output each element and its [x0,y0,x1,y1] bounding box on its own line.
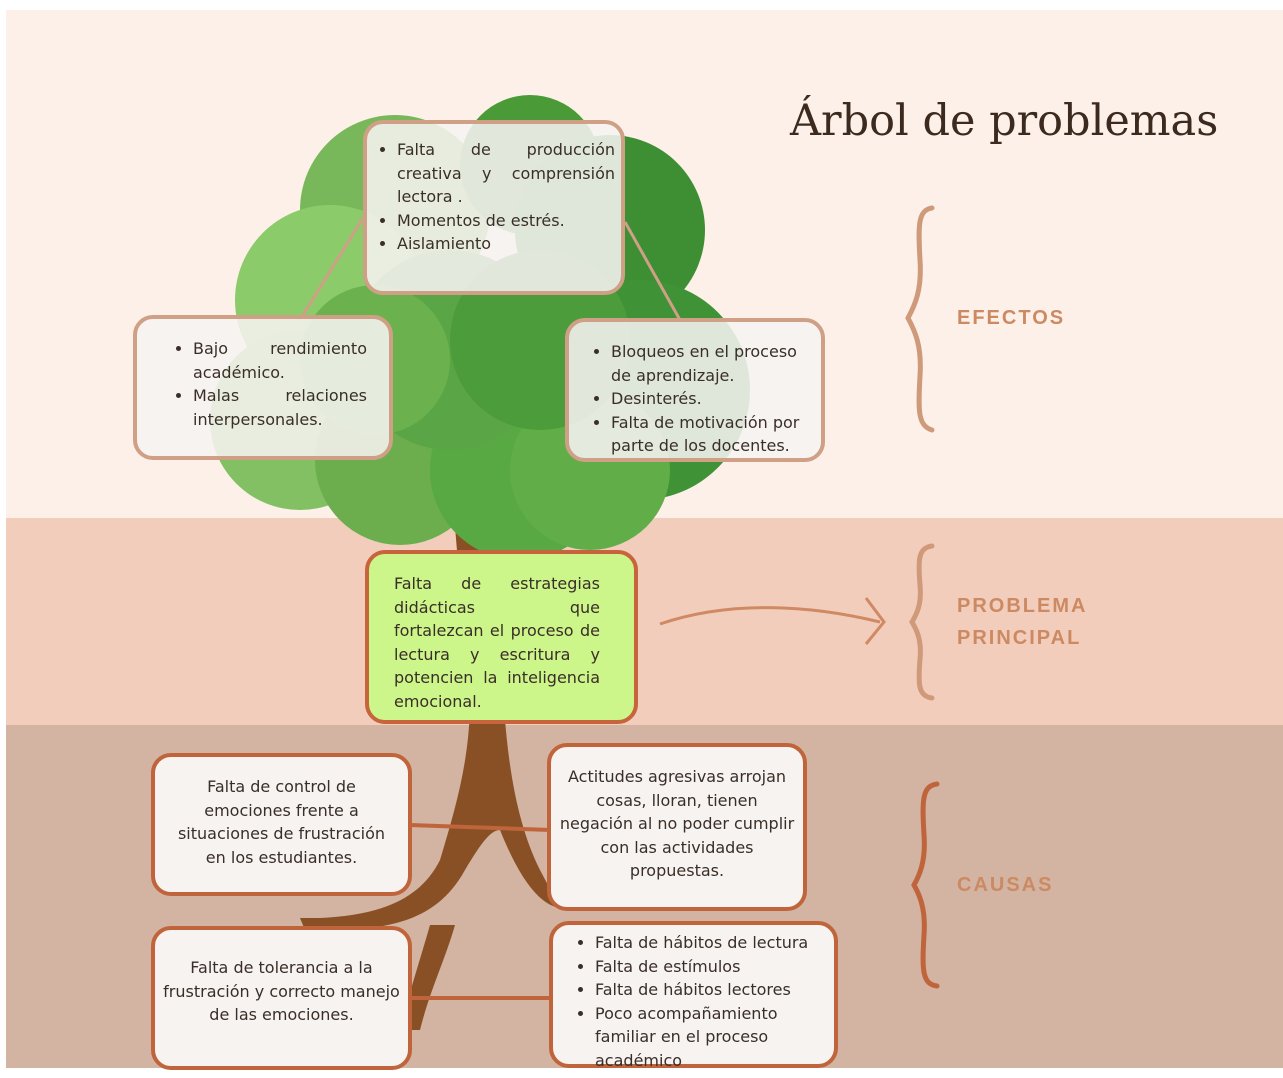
cause-text: Falta de control de emociones frente a s… [177,777,386,867]
cause-box-lower-left: Falta de tolerancia a la frustración y c… [151,926,412,1070]
main-problem-text: Falta de estrategias didácticas que fort… [394,574,600,711]
list-item: Falta de hábitos lectores [595,978,824,1002]
effects-box-top: Falta de producción creativa y comprensi… [363,120,625,295]
effects-label: EFECTOS [957,307,1066,329]
list-item: Falta de motivación por parte de los doc… [611,411,811,458]
list-item: Desinterés. [611,387,811,411]
list-item: Poco acompañamiento familiar en el proce… [595,1002,824,1073]
cause-box-upper-left: Falta de control de emociones frente a s… [151,753,412,896]
cause-box-lower-right: Falta de hábitos de lectura Falta de est… [549,921,838,1070]
cause-box-upper-right: Actitudes agresivas arrojan cosas, llora… [547,743,807,911]
problem-label-line1: PROBLEMA [957,595,1088,617]
cause-text: Actitudes agresivas arrojan cosas, llora… [559,767,795,880]
list-item: Falta de estímulos [595,955,824,979]
effects-box-right: Bloqueos en el proceso de aprendizaje. D… [565,318,825,462]
cause-text: Falta de tolerancia a la frustración y c… [163,958,400,1024]
list-item: Bajo rendimiento académico. [193,337,367,384]
effects-box-left: Bajo rendimiento académico. Malas relaci… [133,315,393,460]
problem-label-line2: PRINCIPAL [957,627,1082,649]
causes-label: CAUSAS [957,874,1054,896]
main-problem-box: Falta de estrategias didácticas que fort… [365,550,638,724]
list-item: Bloqueos en el proceso de aprendizaje. [611,340,811,387]
list-item: Falta de hábitos de lectura [595,931,824,955]
page-title: Árbol de problemas [790,96,1219,146]
problem-band [6,518,1283,725]
list-item: Momentos de estrés. [397,209,615,233]
list-item: Malas relaciones interpersonales. [193,384,367,431]
list-item: Falta de producción creativa y comprensi… [397,138,615,209]
list-item: Aislamiento [397,232,615,256]
